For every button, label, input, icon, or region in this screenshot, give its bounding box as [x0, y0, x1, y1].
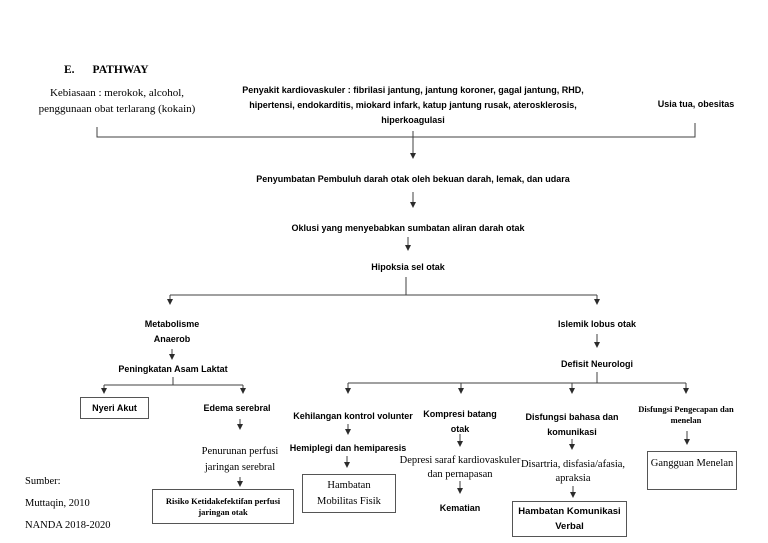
node-penyakit-kardiovaskuler: Penyakit kardiovaskuler : fibrilasi jant…	[242, 83, 584, 128]
text-line: Anaerob	[153, 334, 191, 344]
text-line: Penurunan perfusi	[201, 446, 279, 457]
text-line: hiperkoagulasi	[381, 115, 445, 125]
text-line: Kebiasaan : merokok, alcohol,	[49, 87, 185, 99]
node-islemik-lobus-otak: Islemik lobus otak	[557, 319, 637, 329]
text-line: Gangguan Menelan	[650, 458, 734, 469]
node-metabolisme-anaerob: Metabolisme Anaerob	[145, 317, 200, 347]
node-kematian: Kematian	[439, 503, 481, 513]
node-disfungsi-pengecapan: Disfungsi Pengecapan dan menelan	[638, 404, 733, 426]
heading-label: E.	[64, 64, 75, 76]
text-line: Kompresi batang	[423, 409, 497, 419]
text-line: Nyeri Akut	[92, 402, 137, 413]
text-line: jaringan serebral	[204, 462, 276, 473]
source-citation: Sumber: Muttaqin, 2010 NANDA 2018-2020	[25, 471, 110, 537]
node-kebiasaan: Kebiasaan : merokok, alcohol, penggunaan…	[39, 85, 196, 117]
text-line: Sumber:	[25, 476, 61, 487]
node-penurunan-perfusi: Penurunan perfusi jaringan serebral	[202, 444, 279, 476]
text-line: Hambatan Komunikasi	[518, 506, 621, 517]
text-line: Risiko Ketidakefektifan perfusi	[165, 495, 281, 506]
text-line: Metabolisme	[144, 319, 200, 329]
box-risiko-perfusi: Risiko Ketidakefektifan perfusi jaringan…	[152, 489, 294, 524]
text-line: Hambatan	[327, 479, 371, 491]
node-usia-tua-obesitas: Usia tua, obesitas	[657, 99, 735, 109]
text-line: apraksia	[555, 473, 591, 484]
text-line: Disartria, disfasia/afasia,	[520, 459, 626, 470]
text-line: dan pernapasan	[427, 469, 493, 480]
text-line: menelan	[670, 415, 702, 425]
text-line: otak	[450, 424, 470, 434]
node-hemiplegi: Hemiplegi dan hemiparesis	[289, 443, 407, 453]
box-hambatan-komunikasi-verbal: Hambatan Komunikasi Verbal	[512, 501, 627, 537]
box-gangguan-menelan: Gangguan Menelan	[647, 451, 737, 490]
text-line: Muttaqin, 2010	[25, 498, 90, 509]
node-peningkatan-asam-laktat: Peningkatan Asam Laktat	[118, 364, 228, 374]
text-line: Mobilitas Fisik	[317, 495, 381, 507]
text-line: komunikasi	[547, 427, 597, 437]
text-line: penggunaan obat terlarang (kokain)	[38, 103, 196, 115]
text-line: Penyakit kardiovaskuler : fibrilasi jant…	[242, 85, 584, 95]
node-oklusi: Oklusi yang menyebabkan sumbatan aliran …	[291, 223, 525, 233]
page-title: E. PATHWAY	[64, 64, 149, 76]
node-depresi-saraf: Depresi saraf kardiovaskuler dan pernapa…	[400, 454, 521, 482]
text-line: NANDA 2018-2020	[25, 520, 111, 531]
node-edema-serebral: Edema serebral	[203, 403, 271, 413]
node-disartria: Disartria, disfasia/afasia, apraksia	[521, 458, 625, 486]
text-line: jaringan otak	[198, 506, 248, 517]
text-line: hipertensi, endokarditis, miokard infark…	[249, 100, 577, 110]
text-line: Verbal	[555, 521, 584, 532]
node-kehilangan-kontrol: Kehilangan kontrol volunter	[293, 411, 413, 421]
node-penyumbatan: Penyumbatan Pembuluh darah otak oleh bek…	[256, 174, 570, 184]
text-line: Depresi saraf kardiovaskuler	[399, 455, 521, 466]
node-disfungsi-bahasa: Disfungsi bahasa dan komunikasi	[525, 410, 618, 440]
box-hambatan-mobilitas-fisik: Hambatan Mobilitas Fisik	[302, 474, 396, 513]
text-line: Disfungsi bahasa dan	[525, 412, 619, 422]
box-nyeri-akut: Nyeri Akut	[80, 397, 149, 419]
text-line: Disfungsi Pengecapan dan	[638, 404, 734, 414]
node-defisit-neurologi: Defisit Neurologi	[560, 359, 634, 369]
node-hipoksia: Hipoksia sel otak	[371, 262, 445, 272]
heading-title: PATHWAY	[92, 64, 149, 76]
node-kompresi-batang-otak: Kompresi batang otak	[423, 407, 497, 437]
